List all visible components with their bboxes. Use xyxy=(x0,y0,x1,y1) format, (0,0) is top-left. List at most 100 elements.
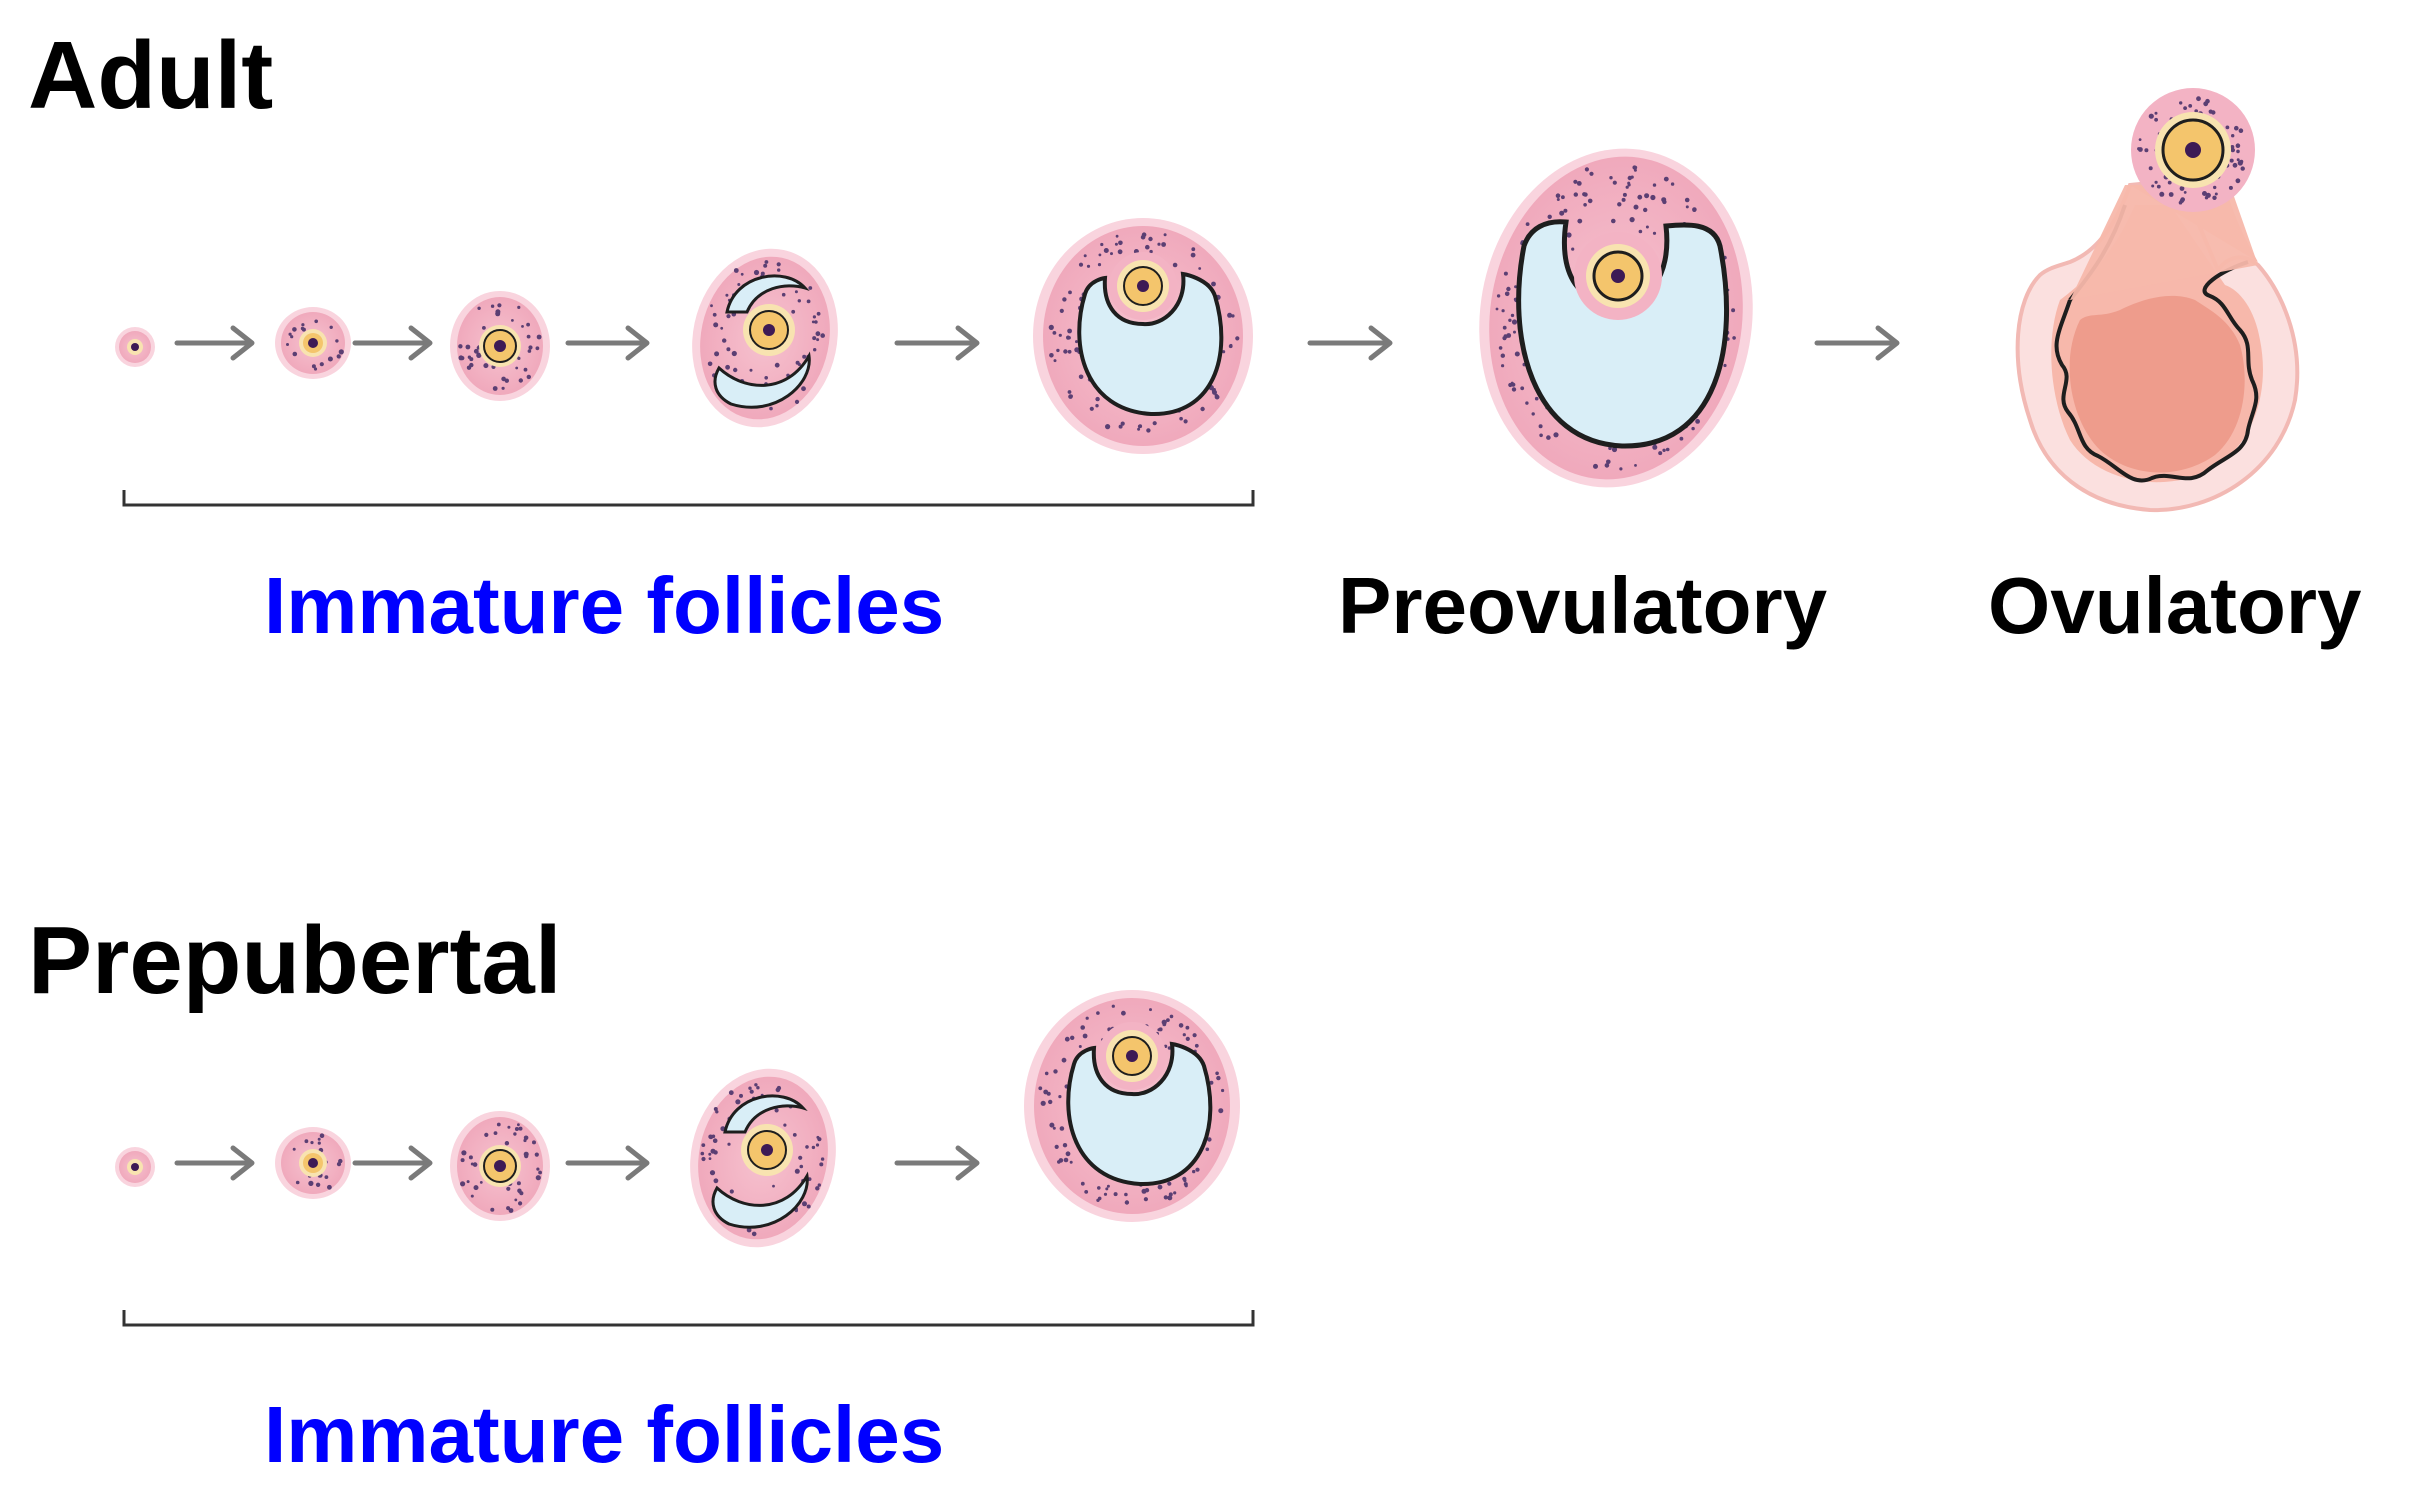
granulosa-dot xyxy=(799,1164,804,1169)
granulosa-dot xyxy=(1137,424,1142,428)
granulosa-dot xyxy=(712,312,717,317)
granulosa-dot xyxy=(1571,247,1575,251)
granulosa-dot xyxy=(538,1170,542,1175)
granulosa-dot xyxy=(815,1186,820,1191)
granulosa-dot xyxy=(2183,191,2187,194)
granulosa-dot xyxy=(1053,359,1057,363)
adult-arrow-2 xyxy=(352,325,433,361)
granulosa-dot xyxy=(764,376,768,380)
granulosa-dot xyxy=(292,327,297,332)
granulosa-dot xyxy=(725,364,730,370)
granulosa-dot xyxy=(535,346,540,351)
granulosa-dot xyxy=(1227,312,1233,318)
granulosa-dot xyxy=(715,1110,719,1114)
granulosa-dot xyxy=(2228,185,2233,190)
granulosa-dot xyxy=(1731,308,1736,313)
granulosa-dot xyxy=(802,1201,807,1207)
granulosa-dot xyxy=(1168,1192,1173,1197)
granulosa-dot xyxy=(1078,1045,1082,1048)
granulosa-dot xyxy=(1058,1095,1062,1099)
granulosa-dot xyxy=(2168,192,2174,197)
granulosa-dot xyxy=(748,1086,752,1090)
granulosa-dot xyxy=(1589,171,1594,176)
granulosa-cells xyxy=(458,303,542,391)
granulosa-dot xyxy=(1511,387,1517,392)
granulosa-dot xyxy=(1555,193,1561,198)
granulosa-dot xyxy=(470,1194,474,1198)
granulosa-dot xyxy=(310,1141,314,1145)
granulosa-dot xyxy=(1098,253,1102,257)
granulosa-dot xyxy=(1048,1099,1053,1105)
granulosa-dot xyxy=(1068,290,1072,295)
granulosa-dot xyxy=(1645,225,1649,229)
granulosa-dot xyxy=(1513,330,1516,334)
granulosa-dot xyxy=(1058,333,1062,337)
granulosa-dot xyxy=(1040,1100,1046,1106)
granulosa-dot xyxy=(515,366,519,370)
granulosa-dot xyxy=(1643,207,1648,213)
granulosa-dot xyxy=(527,349,532,353)
granulosa-dot xyxy=(314,319,318,324)
granulosa-dot xyxy=(458,344,463,349)
adult-early-antral-follicle xyxy=(692,248,838,428)
granulosa-dot xyxy=(1059,1126,1065,1131)
granulosa-dot xyxy=(290,335,294,339)
granulosa-dot xyxy=(1069,1160,1073,1164)
granulosa-dot xyxy=(1606,459,1611,465)
granulosa-dot xyxy=(776,1085,782,1091)
granulosa-dot xyxy=(1074,347,1080,353)
granulosa-dot xyxy=(469,357,474,362)
granulosa-dot xyxy=(1525,222,1530,226)
granulosa-dot xyxy=(816,338,820,342)
adult-primordial-follicle xyxy=(115,327,155,367)
granulosa-dot xyxy=(1510,313,1515,318)
granulosa-dot xyxy=(338,1158,343,1164)
granulosa-dot xyxy=(749,1089,754,1094)
granulosa-dot xyxy=(536,1167,540,1171)
granulosa-dot xyxy=(746,1227,752,1233)
granulosa-dot xyxy=(2179,186,2185,191)
granulosa-dot xyxy=(794,290,798,294)
granulosa-dot xyxy=(523,367,528,372)
granulosa-dot xyxy=(337,355,341,359)
granulosa-dot xyxy=(1095,396,1100,402)
granulosa-dot xyxy=(1106,1184,1110,1188)
granulosa-dot xyxy=(1504,291,1510,297)
granulosa-dot xyxy=(1118,240,1123,246)
granulosa-dot xyxy=(470,1162,474,1166)
granulosa-dot xyxy=(1064,1036,1070,1042)
granulosa-dot xyxy=(495,309,501,315)
granulosa-dot xyxy=(1143,1197,1148,1202)
granulosa-dot xyxy=(338,349,344,355)
granulosa-dot xyxy=(735,1099,741,1105)
granulosa-dot xyxy=(1539,433,1543,438)
granulosa-dot xyxy=(1629,217,1635,223)
granulosa-dot xyxy=(2159,191,2165,197)
granulosa-dot xyxy=(482,326,486,330)
granulosa-dot xyxy=(1067,349,1072,354)
granulosa-dot xyxy=(308,1180,314,1186)
granulosa-dot xyxy=(490,1207,495,1212)
granulosa-dot xyxy=(815,1143,820,1147)
granulosa-dot xyxy=(1502,325,1507,330)
granulosa-dot xyxy=(1105,424,1111,430)
granulosa-dot xyxy=(1650,194,1656,201)
granulosa-dot xyxy=(763,263,768,268)
granulosa-dot xyxy=(726,347,731,352)
granulosa-dot xyxy=(1166,1018,1170,1022)
granulosa-dot xyxy=(701,1156,706,1162)
granulosa-dot xyxy=(1158,1027,1163,1032)
granulosa-dot xyxy=(1173,1191,1177,1195)
granulosa-dot xyxy=(1141,1188,1147,1194)
granulosa-dot xyxy=(1049,353,1054,358)
granulosa-dot xyxy=(1167,1181,1172,1186)
granulosa-dot xyxy=(1559,210,1565,216)
adult-ovulatory-follicle xyxy=(2015,88,2300,513)
granulosa-dot xyxy=(1212,389,1217,395)
granulosa-dot xyxy=(517,305,521,309)
granulosa-dot xyxy=(1118,424,1123,429)
granulosa-dot xyxy=(1191,247,1196,252)
granulosa-dot xyxy=(1038,1086,1043,1091)
granulosa-dot xyxy=(1172,262,1178,268)
